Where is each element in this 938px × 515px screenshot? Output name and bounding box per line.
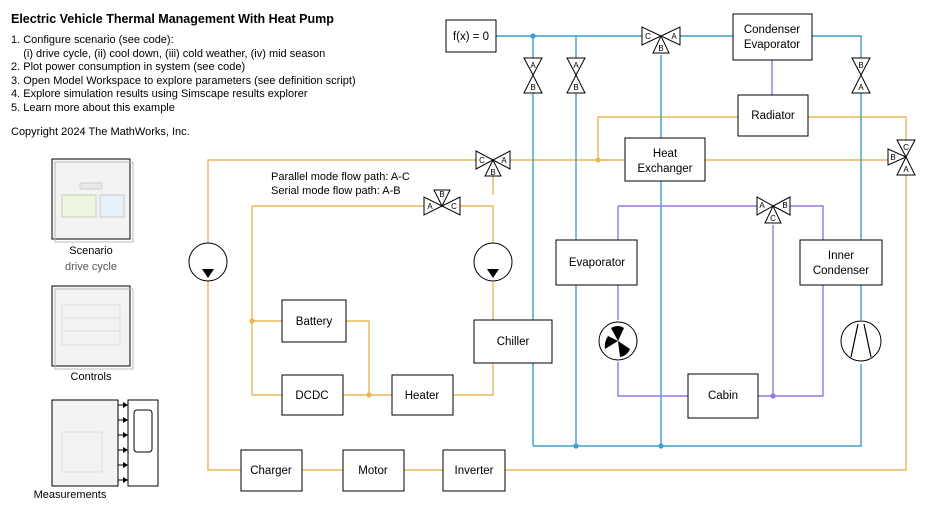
three-way-valve-air[interactable]: A B C (756, 196, 791, 224)
inverter-label: Inverter (455, 465, 494, 477)
copyright: Copyright 2024 The MathWorks, Inc. (11, 125, 190, 138)
measurements-block[interactable]: Measurements (34, 399, 159, 501)
scenario-sublabel: drive cycle (65, 261, 117, 273)
port-c-label: C (903, 143, 909, 152)
blower-fan[interactable] (598, 321, 638, 361)
motor-label: Motor (358, 465, 388, 477)
dcdc-block[interactable]: DCDC (281, 374, 344, 416)
heat-exchanger-label-line1: Heat (653, 148, 678, 160)
battery-block[interactable]: Battery (281, 299, 347, 343)
scenario-label: Scenario (69, 245, 112, 257)
condenser-evaporator-label-line2: Evaporator (744, 39, 800, 51)
heat-exchanger-block[interactable]: Heat Exchanger (624, 137, 706, 182)
controls-label: Controls (71, 371, 112, 383)
junctions (249, 33, 776, 449)
evaporator-label: Evaporator (569, 257, 625, 269)
port-a-label: A (573, 61, 579, 70)
step-1[interactable]: 1. Configure scenario (see code): (11, 34, 174, 46)
port-b-label: B (490, 168, 495, 177)
step-3[interactable]: 3. Open Model Workspace to explore param… (11, 74, 356, 87)
port-b-label: B (439, 190, 444, 199)
step-1-options[interactable]: (i) drive cycle, (ii) cool down, (iii) c… (11, 47, 326, 60)
pump-right[interactable] (473, 242, 513, 282)
port-b-label: B (890, 153, 895, 162)
charger-block[interactable]: Charger (240, 449, 303, 492)
heat-exchanger-label-line2: Exchanger (638, 163, 693, 175)
evaporator-block[interactable]: Evaporator (555, 239, 638, 286)
page-title: Electric Vehicle Thermal Management With… (11, 12, 334, 26)
battery-label: Battery (296, 316, 333, 328)
air-lines (617, 60, 824, 397)
coolant-lines (207, 116, 907, 471)
motor-block[interactable]: Motor (342, 449, 405, 492)
port-b-label: B (858, 61, 863, 70)
three-way-valve-coolant-1[interactable]: C A B (475, 150, 511, 177)
port-a-label: A (427, 202, 433, 211)
radiator-label: Radiator (751, 110, 795, 122)
cabin-block[interactable]: Cabin (687, 373, 759, 419)
scenario-block[interactable]: Scenario drive cycle (51, 158, 134, 273)
step-2[interactable]: 2. Plot power consumption in system (see… (11, 61, 246, 74)
condenser-evaporator-label-line1: Condenser (744, 24, 800, 36)
step-4[interactable]: 4. Explore simulation results using Sims… (11, 88, 308, 101)
port-a-label: A (858, 83, 864, 92)
expansion-valve-2[interactable]: A B (566, 57, 586, 94)
measurements-label: Measurements (34, 489, 107, 501)
cabin-label: Cabin (708, 390, 738, 402)
port-c-label: C (479, 156, 485, 165)
port-a-label: A (759, 201, 765, 210)
fan-icon (604, 326, 630, 357)
port-b-label: B (530, 83, 535, 92)
chiller-label: Chiller (497, 336, 530, 348)
pump-arrow-icon (202, 269, 214, 278)
heater-block[interactable]: Heater (391, 374, 454, 416)
pump-arrow-icon (487, 269, 499, 278)
parallel-mode-note: Parallel mode flow path: A-C (271, 171, 410, 183)
chiller-block[interactable]: Chiller (473, 319, 553, 364)
solver-label: f(x) = 0 (453, 31, 489, 43)
port-c-label: C (770, 214, 776, 223)
condenser-evaporator-block[interactable]: Condenser Evaporator (732, 13, 813, 61)
port-a-label: A (501, 156, 507, 165)
port-c-label: C (645, 32, 651, 41)
three-way-valve-coolant-3[interactable]: C A B (887, 139, 916, 176)
port-c-label: C (451, 202, 457, 211)
expansion-valve-3[interactable]: B A (851, 57, 871, 94)
serial-mode-note: Serial mode flow path: A-B (271, 185, 401, 197)
compressor-icon (850, 323, 872, 358)
expansion-valve-1[interactable]: A B (523, 57, 543, 94)
compressor[interactable] (840, 320, 882, 362)
radiator-block[interactable]: Radiator (737, 94, 809, 137)
port-b-label: B (782, 201, 787, 210)
port-b-label: B (658, 44, 663, 53)
inner-condenser-label-line2: Condenser (813, 265, 869, 277)
controls-block[interactable]: Controls (51, 285, 134, 383)
step-5[interactable]: 5. Learn more about this example (11, 101, 175, 114)
pump-left[interactable] (188, 242, 228, 282)
solver-block[interactable]: f(x) = 0 (445, 19, 497, 53)
inner-condenser-block[interactable]: Inner Condenser (799, 239, 883, 286)
intro-text: Electric Vehicle Thermal Management With… (11, 12, 356, 138)
charger-label: Charger (250, 465, 292, 477)
dcdc-label: DCDC (295, 390, 328, 402)
port-a-label: A (903, 165, 909, 174)
three-way-valve-refrigerant[interactable]: C A B (641, 26, 681, 54)
refrigerant-lines (496, 35, 862, 447)
inner-condenser-label-line1: Inner (828, 250, 854, 262)
three-way-valve-coolant-2[interactable]: A C B (423, 189, 461, 216)
port-a-label: A (530, 61, 536, 70)
port-a-label: A (671, 32, 677, 41)
heater-label: Heater (405, 390, 440, 402)
inverter-block[interactable]: Inverter (442, 449, 506, 492)
port-b-label: B (573, 83, 578, 92)
